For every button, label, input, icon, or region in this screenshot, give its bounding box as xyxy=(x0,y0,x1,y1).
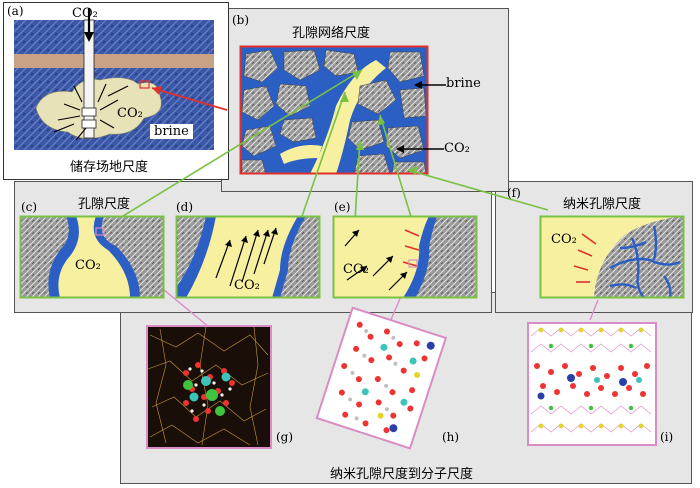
panel-i-label: (i) xyxy=(660,430,674,444)
panel-c-label: (c) xyxy=(21,200,38,214)
pore-scale-e xyxy=(332,215,478,299)
caprock-layer xyxy=(14,54,214,68)
molecular-sim-i xyxy=(527,322,657,446)
molecular-sim-h xyxy=(315,306,448,450)
co2-label-d: CO₂ xyxy=(234,278,260,293)
nanopore-f xyxy=(539,215,685,299)
co2-arrow-b xyxy=(396,145,444,153)
panel-b-label: (b) xyxy=(232,13,250,27)
co2-label-c: CO₂ xyxy=(75,258,101,273)
co2-label-b: CO₂ xyxy=(444,141,470,156)
panel-c-title: 孔隙尺度 xyxy=(78,197,131,212)
panel-a-title: 储存场地尺度 xyxy=(70,160,149,175)
co2-label-f: CO₂ xyxy=(551,232,577,247)
brine-arrow xyxy=(414,81,446,89)
co2-injection-label: CO₂ xyxy=(72,6,98,21)
pore-scale-c xyxy=(19,215,165,299)
brine-label-b: brine xyxy=(446,76,481,91)
panel-e-label: (e) xyxy=(334,200,351,214)
bottom-panel-title: 纳米孔隙尺度到分子尺度 xyxy=(330,467,474,482)
pore-network-diagram xyxy=(239,45,429,175)
panel-a-label: (a) xyxy=(7,4,24,18)
sample-highlight xyxy=(139,80,150,89)
panel-f-title: 纳米孔隙尺度 xyxy=(563,197,642,212)
brine-label-a: brine xyxy=(150,124,193,139)
panel-f-label: (f) xyxy=(507,186,521,200)
panel-d-label: (d) xyxy=(176,200,194,214)
co2-label-e: CO₂ xyxy=(343,262,369,277)
pore-scale-d xyxy=(175,215,321,299)
panel-h-label: (h) xyxy=(442,430,460,444)
co2-plume-label: CO₂ xyxy=(117,106,143,121)
molecular-sim-g xyxy=(146,325,272,449)
panel-b-title: 孔隙网络尺度 xyxy=(292,26,371,41)
panel-g-label: (g) xyxy=(276,430,294,444)
